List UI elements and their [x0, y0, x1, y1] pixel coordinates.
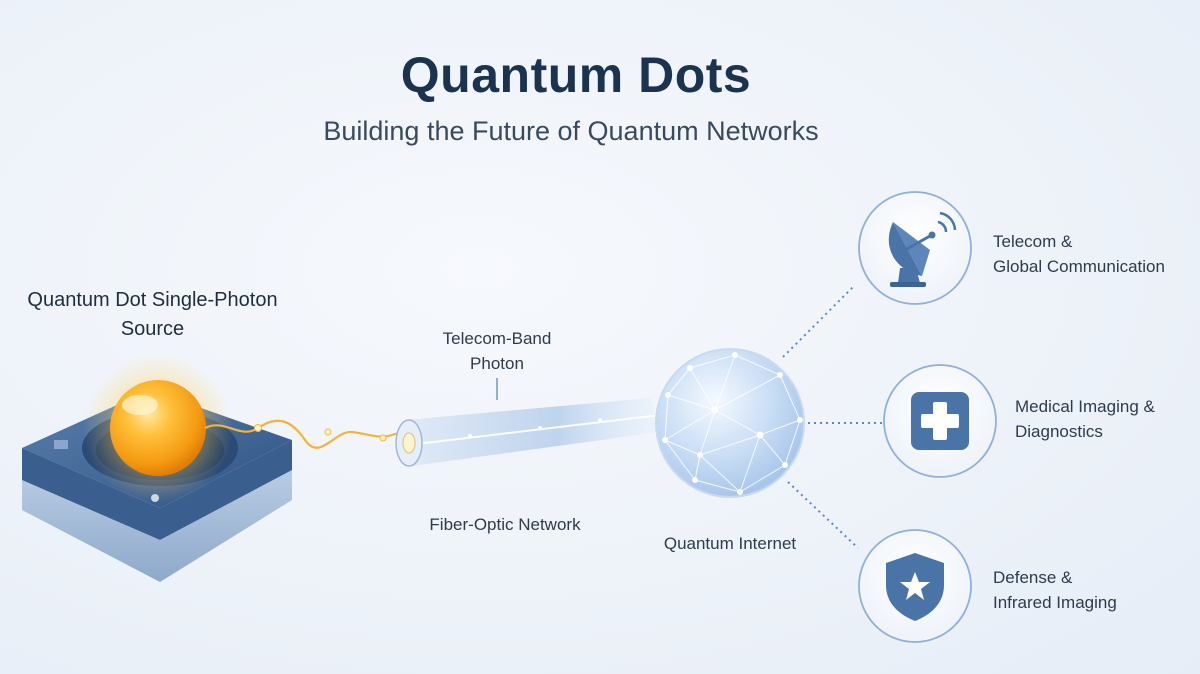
photon-particle	[254, 424, 262, 432]
source-label-line1: Quantum Dot	[27, 289, 147, 311]
platform-base	[22, 470, 292, 582]
photon-particle	[379, 434, 387, 442]
connector-defense	[787, 481, 859, 549]
source-label: Quantum Dot Single-Photon Source	[20, 286, 285, 344]
app-telecom-label: Telecom & Global Communication	[993, 229, 1193, 279]
fiber-label: Fiber-Optic Network	[429, 515, 581, 534]
app-label-line2: Global Communication	[993, 257, 1165, 276]
single-photon-source-device	[22, 353, 292, 582]
photon-label-line1: Telecom-Band	[442, 329, 552, 348]
app-medical-label: Medical Imaging & Diagnostics	[1015, 394, 1200, 444]
app-defense-label: Defense & Infrared Imaging	[993, 565, 1193, 615]
app-label-line2: Infrared Imaging	[993, 593, 1117, 612]
app-label-line2: Diagnostics	[1015, 422, 1103, 441]
photon-label-line2: Photon	[470, 354, 524, 373]
app-label-line1: Medical Imaging &	[1015, 397, 1155, 416]
satellite-dish-icon	[888, 211, 957, 287]
quantum-internet-sphere	[655, 348, 805, 498]
internet-label: Quantum Internet	[663, 534, 797, 553]
app-medical-circle	[883, 364, 997, 478]
photon-label: Telecom-Band Photon	[417, 326, 577, 376]
quantum-dot-sphere	[110, 380, 206, 476]
page-title: Quantum Dots	[400, 47, 752, 103]
page-subtitle: Building the Future of Quantum Networks	[323, 116, 819, 146]
source-label-line2: Single-Photon Source	[120, 289, 278, 340]
app-label-line1: Defense &	[993, 568, 1073, 587]
shield-star-icon	[886, 553, 944, 621]
quantum-dot-highlight	[122, 395, 158, 415]
app-defense-circle	[858, 529, 972, 643]
platform-middle	[22, 440, 292, 540]
fiber-optic-cable	[395, 398, 661, 467]
platform-detail	[54, 440, 68, 449]
connector-telecom	[782, 284, 856, 358]
app-telecom-circle	[858, 191, 972, 305]
photon-wave	[204, 419, 411, 449]
app-label-line1: Telecom &	[993, 232, 1073, 251]
medical-cross-icon	[911, 392, 969, 450]
photon-particle	[324, 428, 332, 436]
